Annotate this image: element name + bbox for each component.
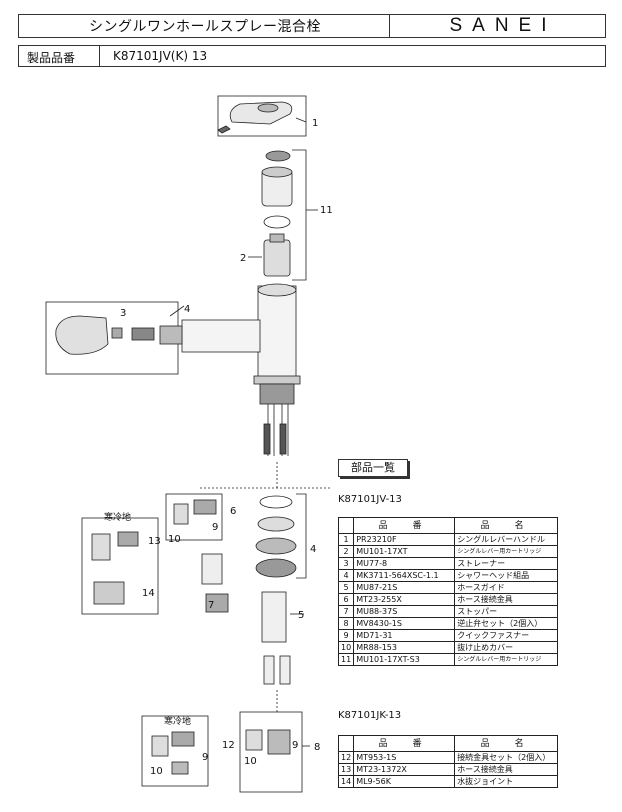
cell-code: MK3711-564XSC-1.1 <box>353 569 456 582</box>
cell-code: MU88-37S <box>353 605 456 618</box>
cell-name: シャワーヘッド組品 <box>454 569 559 582</box>
callout-9-b: 9 <box>202 752 208 763</box>
cell-no: 13 <box>337 763 355 776</box>
cell-no: 8 <box>337 617 355 630</box>
cell-name: ストッパー <box>454 605 559 618</box>
cell-code: MU77-8 <box>353 557 456 570</box>
callout-1: 1 <box>312 118 318 129</box>
cell-no: 5 <box>337 581 355 594</box>
cell-code: MR88-153 <box>353 641 456 654</box>
callout-9-a: 9 <box>212 522 218 533</box>
set1-title: K87101JV-13 <box>338 494 402 505</box>
callout-4-top: 4 <box>184 304 190 315</box>
cell-no: 10 <box>337 641 355 654</box>
cell-name: シングルレバー用カートリッジ <box>454 545 559 558</box>
col-name: 品 名 <box>454 735 559 752</box>
cell-name: ストレーナー <box>454 557 559 570</box>
col-code: 品 番 <box>353 735 456 752</box>
cell-code: MV8430-1S <box>353 617 456 630</box>
callout-11: 11 <box>320 205 333 216</box>
cell-no: 4 <box>337 569 355 582</box>
cell-name: ホースガイド <box>454 581 559 594</box>
model-number: K87101JV(K) 13 <box>113 49 208 63</box>
cell-name: ホース接続金具 <box>454 763 559 776</box>
callout-8: 8 <box>314 742 320 753</box>
cell-code: MU101-17XT <box>353 545 456 558</box>
parts-list-title: 部品一覧 <box>338 459 408 477</box>
cell-no: 11 <box>337 653 355 666</box>
cell-name: 接続金具セット（2個入） <box>454 751 559 764</box>
handle-box <box>217 95 307 137</box>
header-model-bar: 製品品番 K87101JV(K) 13 <box>18 45 606 67</box>
callout-5: 5 <box>298 610 304 621</box>
callout-3: 3 <box>120 308 126 319</box>
cell-name: シングルレバー用カートリッジ <box>454 653 559 666</box>
cell-no: 6 <box>337 593 355 606</box>
cell-code: MT23-1372X <box>353 763 456 776</box>
cell-name: シングルレバーハンドル <box>454 533 559 546</box>
cell-code: MT953-1S <box>353 751 456 764</box>
callout-10-a: 10 <box>168 534 181 545</box>
cell-code: ML9-56K <box>353 775 456 788</box>
cold-region-label-2: 寒冷地 <box>164 715 191 727</box>
callout-13: 13 <box>148 536 161 547</box>
cell-no: 12 <box>337 751 355 764</box>
cell-name: 逆止弁セット（2個入） <box>454 617 559 630</box>
set2-title: K87101JK-13 <box>338 710 402 721</box>
model-label: 製品品番 <box>27 51 76 65</box>
cell-no: 9 <box>337 629 355 642</box>
cell-code: MU101-17XT-S3 <box>353 653 456 666</box>
cell-code: MT23-255X <box>353 593 456 606</box>
model-divider <box>99 46 100 66</box>
cell-name: ホース接続金具 <box>454 593 559 606</box>
brand-logo: SANEI <box>449 15 557 36</box>
cold-region-label-1: 寒冷地 <box>104 511 131 523</box>
col-code: 品 番 <box>353 517 456 534</box>
header-divider <box>389 15 390 37</box>
callout-10-b: 10 <box>150 766 163 777</box>
callout-6: 6 <box>230 506 236 517</box>
cell-no: 7 <box>337 605 355 618</box>
col-name: 品 名 <box>454 517 559 534</box>
cell-no: 2 <box>337 545 355 558</box>
col-no <box>337 735 355 752</box>
callout-10-c: 10 <box>244 756 257 767</box>
callout-4-bottom: 4 <box>310 544 316 555</box>
callout-2: 2 <box>240 253 246 264</box>
cell-code: MU87-21S <box>353 581 456 594</box>
cell-no: 1 <box>337 533 355 546</box>
callout-14: 14 <box>142 588 155 599</box>
cell-no: 3 <box>337 557 355 570</box>
product-title: シングルワンホールスプレー混合栓 <box>89 19 321 35</box>
cell-name: クイックファスナー <box>454 629 559 642</box>
cell-no: 14 <box>337 775 355 788</box>
cell-name: 水抜ジョイント <box>454 775 559 788</box>
cell-code: PR23210F <box>353 533 456 546</box>
col-no <box>337 517 355 534</box>
callout-7: 7 <box>208 600 214 611</box>
callout-9-c: 9 <box>292 740 298 751</box>
cell-code: MD71-31 <box>353 629 456 642</box>
callout-12: 12 <box>222 740 235 751</box>
cell-name: 抜け止めカバー <box>454 641 559 654</box>
header-title-bar: シングルワンホールスプレー混合栓 SANEI <box>18 14 606 38</box>
